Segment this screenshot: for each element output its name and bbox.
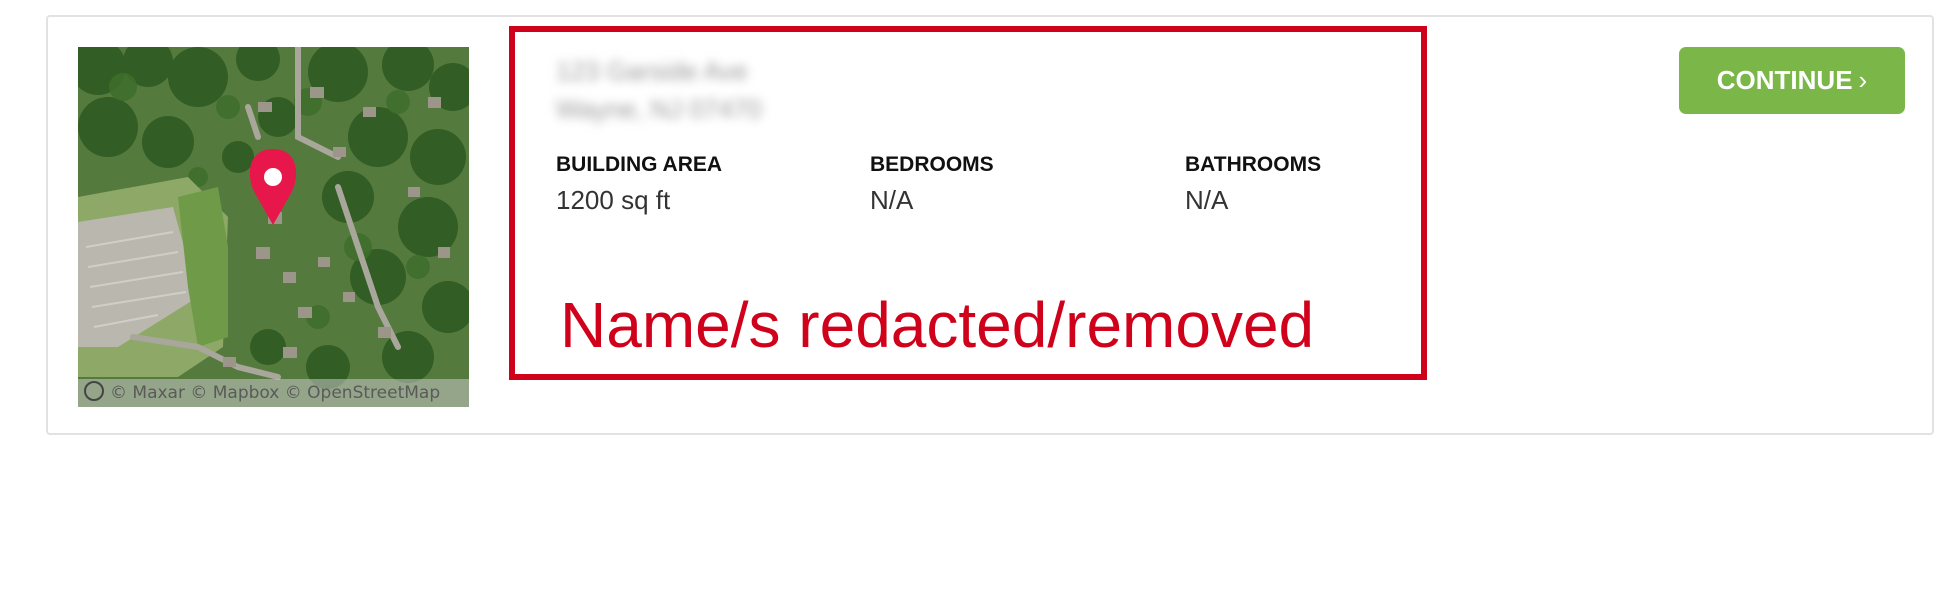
satellite-image [78,47,469,407]
map-pin-icon [249,149,297,225]
property-card: © Maxar © Mapbox © OpenStreetMap 123 Gar… [46,15,1934,435]
address-line-1: 123 Garside Ave [556,56,748,86]
stat-value: 1200 sq ft [556,185,671,215]
stat-bathrooms: BATHROOMS N/A [1185,153,1485,215]
stat-label: BUILDING AREA [556,153,723,176]
chevron-right-icon: › [1858,65,1868,95]
mapbox-logo-icon[interactable] [84,381,104,401]
stat-building-area: BUILDING AREA 1200 sq ft [556,153,856,215]
continue-button[interactable]: CONTINUE› [1679,47,1905,114]
stat-bedrooms: BEDROOMS N/A [870,153,1170,215]
stat-value: N/A [1185,185,1229,215]
attribution-text[interactable]: © Maxar © Mapbox © OpenStreetMap [110,383,441,403]
property-map[interactable]: © Maxar © Mapbox © OpenStreetMap [78,47,469,407]
property-details: 123 Garside Ave Wayne, NJ 07470 BUILDING… [509,26,1427,380]
stat-value: N/A [870,185,914,215]
continue-label: CONTINUE [1716,65,1853,95]
address-line-2: Wayne, NJ 07470 [556,94,762,124]
map-attribution: © Maxar © Mapbox © OpenStreetMap [78,379,469,407]
redaction-note: Name/s redacted/removed [560,289,1315,361]
stat-label: BEDROOMS [870,153,994,176]
stat-label: BATHROOMS [1185,153,1322,176]
property-address: 123 Garside Ave Wayne, NJ 07470 [556,52,762,128]
